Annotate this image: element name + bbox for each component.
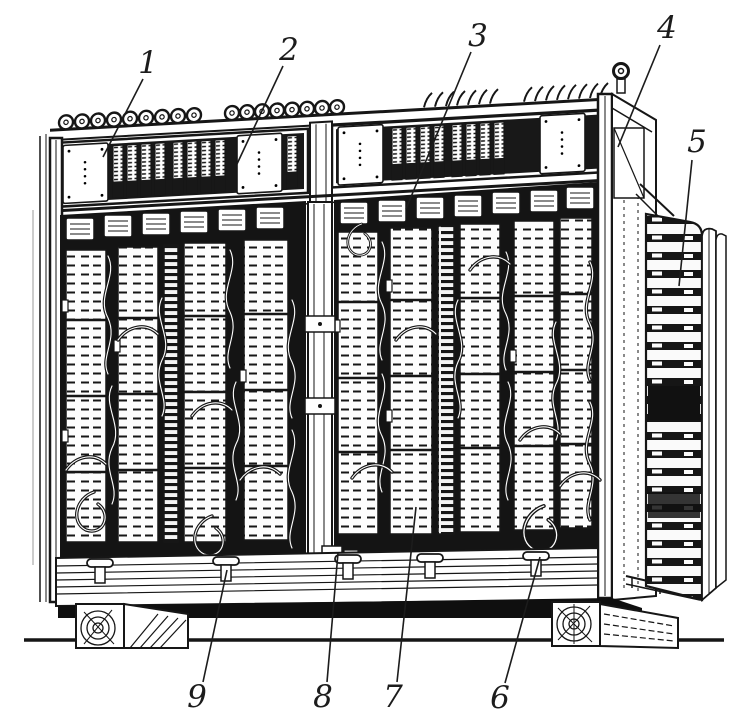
callouts: 1 2 3 4 5 6 7 8 9 xyxy=(102,10,707,715)
callout-leader-5 xyxy=(678,159,693,287)
callout-label-4: 4 xyxy=(656,10,677,46)
callout-leader-1 xyxy=(102,78,144,158)
wooden-skid-right xyxy=(551,601,679,650)
side-panel-edge xyxy=(715,233,727,590)
terminal-ladder xyxy=(163,244,179,543)
callout-label-5: 5 xyxy=(687,124,707,160)
callout-label-8: 8 xyxy=(313,679,333,715)
plug-in-module xyxy=(539,112,586,175)
terminal-ladder xyxy=(437,225,455,535)
callout-label-9: 9 xyxy=(187,679,207,715)
callout-label-2: 2 xyxy=(278,32,299,68)
callout-leader-6 xyxy=(504,556,541,684)
callout-leader-9 xyxy=(202,569,228,683)
callout-leader-4 xyxy=(617,44,661,148)
wooden-skid-left xyxy=(75,602,189,649)
base-shadow xyxy=(58,598,642,618)
side-panel xyxy=(644,212,727,602)
callout-label-7: 7 xyxy=(383,679,403,715)
callout-leader-2 xyxy=(236,65,284,165)
callout-label-3: 3 xyxy=(468,18,488,54)
base-band xyxy=(55,546,599,608)
callout-label-1: 1 xyxy=(138,45,158,81)
plug-in-module xyxy=(236,132,283,195)
wiring-bay-right xyxy=(333,182,602,554)
relay-stack xyxy=(337,231,379,535)
plug-in-module xyxy=(62,142,109,205)
callout-label-6: 6 xyxy=(490,680,510,715)
lifting-eye xyxy=(612,62,630,94)
relay-stack xyxy=(389,227,433,535)
relay-stack xyxy=(459,223,501,533)
relay-stack xyxy=(559,217,593,529)
plug-in-module xyxy=(337,123,384,186)
callout-leader-3 xyxy=(405,51,472,210)
relay-stack xyxy=(513,220,555,531)
callout-leader-8 xyxy=(326,552,339,683)
wiring-bay-left xyxy=(60,201,306,560)
callout-leader-7 xyxy=(396,506,417,683)
